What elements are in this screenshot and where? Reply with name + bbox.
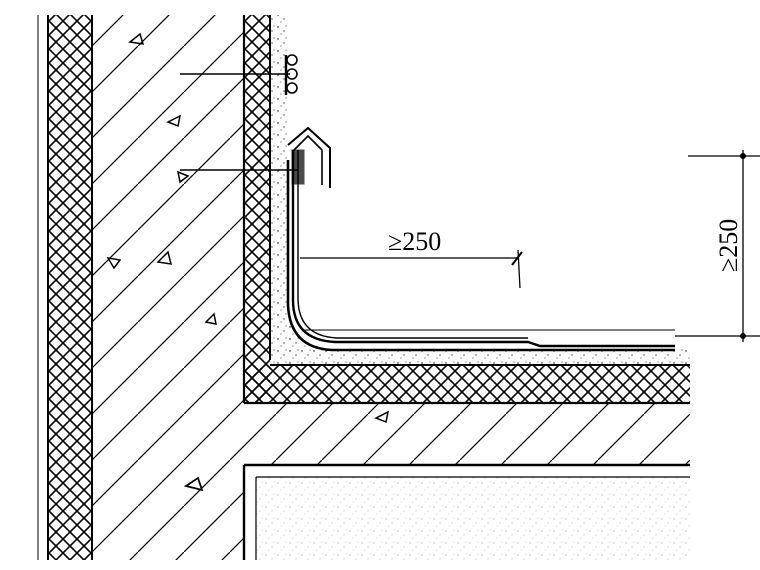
concrete-wall (91, 15, 244, 560)
vertical-dimension: ≥250 (675, 150, 760, 342)
floor-insulation (244, 364, 690, 405)
screed-layer (270, 15, 690, 365)
waterproof-membrane (286, 150, 675, 352)
vertical-dimension-label: ≥250 (714, 219, 743, 272)
horizontal-dimension: ≥250 (300, 227, 523, 289)
leader-lines (180, 73, 298, 171)
floor-slab (242, 403, 690, 560)
horizontal-dimension-label: ≥250 (388, 227, 441, 256)
outer-wall-insulation (37, 15, 93, 560)
termination-flashing (284, 54, 331, 188)
inner-wall-insulation (242, 15, 271, 403)
